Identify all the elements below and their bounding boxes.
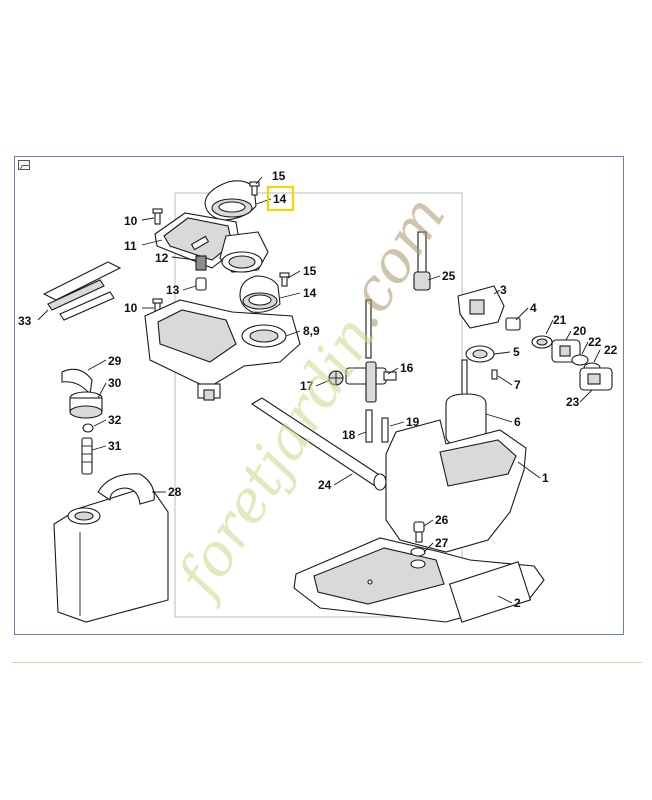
part-29-hose[interactable] xyxy=(61,368,93,396)
callout-29: 29 xyxy=(108,354,122,368)
part-8-9-housing[interactable] xyxy=(144,299,301,401)
part-31-nipple[interactable] xyxy=(81,437,93,475)
callout-30: 30 xyxy=(108,376,122,390)
callout-6: 6 xyxy=(514,415,521,429)
callout-1: 1 xyxy=(542,471,549,485)
part-5-bracket[interactable] xyxy=(465,345,495,363)
part-7-screw[interactable] xyxy=(491,369,498,380)
page-divider xyxy=(12,662,642,663)
part-3-valve[interactable] xyxy=(457,285,505,329)
part-30-cap[interactable] xyxy=(69,391,103,419)
part-11-lid[interactable] xyxy=(154,212,241,269)
part-21-washer[interactable] xyxy=(531,335,553,349)
callout-20: 20 xyxy=(573,324,587,338)
part-rod-upper[interactable] xyxy=(365,299,372,359)
callout-31: 31 xyxy=(108,439,122,453)
part-17-star[interactable] xyxy=(328,370,344,386)
part-15-screw-top[interactable] xyxy=(249,181,260,196)
callout-3: 3 xyxy=(500,283,507,297)
part-16-fitting[interactable] xyxy=(345,361,397,403)
callout-2: 2 xyxy=(514,596,521,610)
callout-14-second: 14 xyxy=(303,286,317,300)
part-25-sensor-rod[interactable] xyxy=(413,231,431,291)
part-1-body[interactable] xyxy=(385,419,527,553)
part-28-canister[interactable] xyxy=(53,473,169,623)
callout-4: 4 xyxy=(530,301,537,315)
leader-lines xyxy=(37,176,601,604)
part-27-washers[interactable] xyxy=(410,547,426,569)
part-13-plug[interactable] xyxy=(195,277,207,291)
callout-12: 12 xyxy=(155,251,169,265)
part-4-nut[interactable] xyxy=(505,317,521,331)
callout-26: 26 xyxy=(435,513,449,527)
callout-21: 21 xyxy=(553,313,567,327)
callout-10-second: 10 xyxy=(124,301,138,315)
callout-5: 5 xyxy=(513,345,520,359)
part-6-float[interactable] xyxy=(445,359,487,447)
part-26-screw[interactable] xyxy=(413,521,425,543)
callout-10-top: 10 xyxy=(124,214,138,228)
part-18-rod[interactable] xyxy=(365,409,373,443)
callout-labels: 10 11 12 13 10 15 14 15 14 8,9 33 29 30 … xyxy=(18,169,618,610)
watermark-text-brown: .com xyxy=(326,184,458,339)
callout-27: 27 xyxy=(435,536,449,550)
callout-19: 19 xyxy=(406,415,420,429)
callout-11: 11 xyxy=(124,239,137,253)
callout-16: 16 xyxy=(400,361,414,375)
part-15-screw-second[interactable] xyxy=(279,272,290,287)
callout-28: 28 xyxy=(168,485,182,499)
callout-15-second: 15 xyxy=(303,264,317,278)
callout-23: 23 xyxy=(566,395,580,409)
part-32-ring[interactable] xyxy=(82,423,94,433)
callout-25: 25 xyxy=(442,269,456,283)
callout-24: 24 xyxy=(318,478,332,492)
callout-33: 33 xyxy=(18,314,32,328)
part-33-label-strips[interactable] xyxy=(42,261,122,321)
part-23-coupling[interactable] xyxy=(579,367,613,391)
callout-8-9: 8,9 xyxy=(303,324,320,338)
diagram-frame xyxy=(14,156,624,635)
part-12-filter-neck[interactable] xyxy=(195,231,269,273)
callout-15-top: 15 xyxy=(272,169,286,183)
highlight-box-14 xyxy=(266,185,295,212)
part-22-ring-a[interactable] xyxy=(571,354,589,366)
callout-14-highlighted: 14 xyxy=(273,192,287,206)
callout-7: 7 xyxy=(514,378,521,392)
callout-18: 18 xyxy=(342,428,356,442)
callout-13: 13 xyxy=(166,283,180,297)
callout-22-b: 22 xyxy=(604,343,618,357)
part-10-screw-top[interactable] xyxy=(152,208,163,225)
part-14-cap-second[interactable] xyxy=(239,275,281,313)
part-24-tube[interactable] xyxy=(250,397,387,491)
callout-17: 17 xyxy=(300,379,314,393)
callout-22-a: 22 xyxy=(588,335,602,349)
image-icon[interactable] xyxy=(18,160,30,170)
part-19-rod[interactable] xyxy=(381,417,389,443)
part-14-cap-top[interactable] xyxy=(204,180,257,221)
callout-32: 32 xyxy=(108,413,122,427)
part-2-base[interactable] xyxy=(293,537,545,623)
